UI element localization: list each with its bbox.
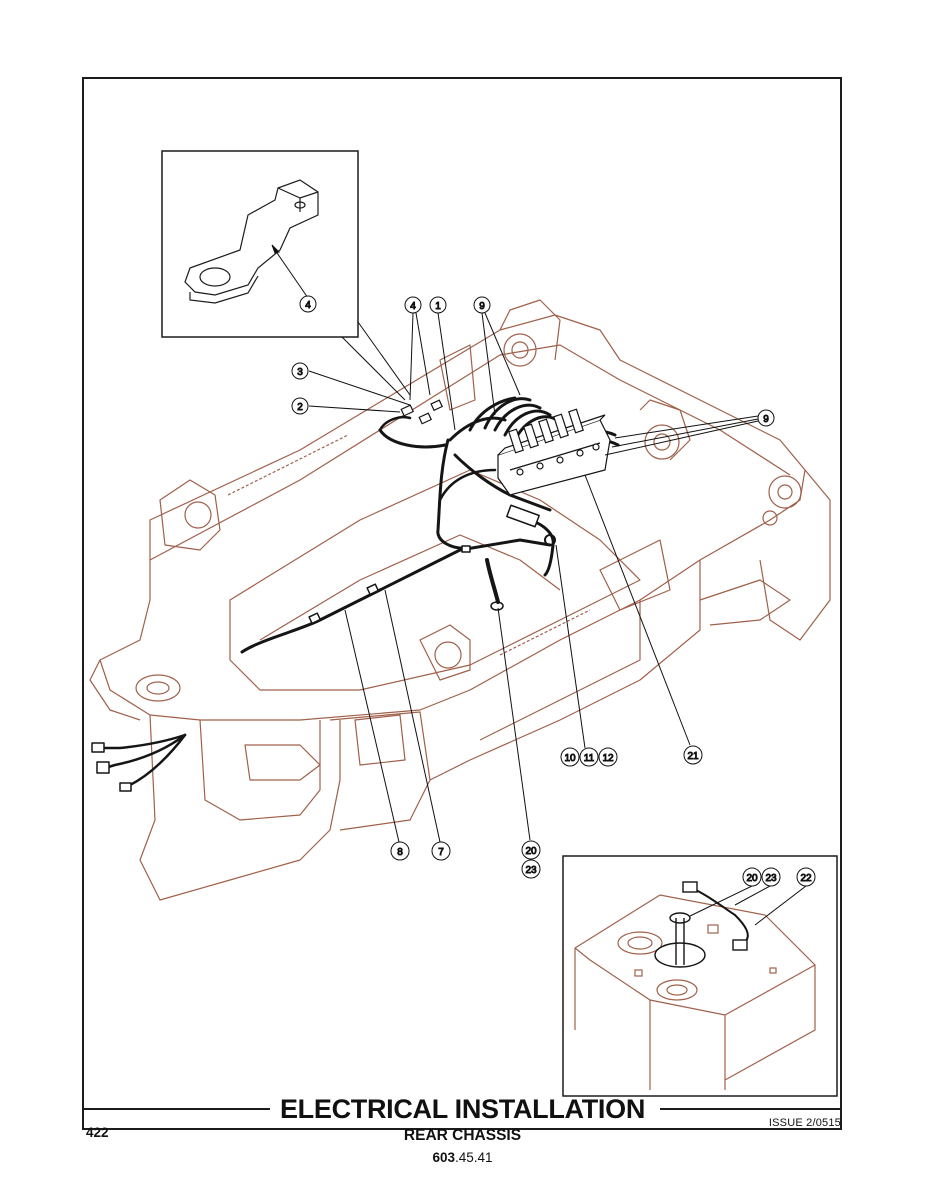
svg-text:23: 23 <box>525 865 537 876</box>
svg-text:12: 12 <box>602 753 614 764</box>
svg-text:20: 20 <box>525 846 537 857</box>
svg-text:10: 10 <box>564 753 576 764</box>
callout-4-inset: 4 <box>299 295 317 313</box>
bracket-detail-inset <box>161 150 359 338</box>
section-code-main: 603 <box>432 1150 455 1165</box>
drawing-frame <box>82 77 842 1130</box>
svg-text:4: 4 <box>305 300 311 311</box>
callout-12: 12 <box>598 747 618 767</box>
callout-11: 11 <box>579 747 599 767</box>
section-code: 603.45.41 <box>270 1150 655 1166</box>
callout-23-inset: 23 <box>761 867 781 887</box>
svg-text:9: 9 <box>479 301 485 312</box>
callout-8: 8 <box>390 841 410 861</box>
svg-text:21: 21 <box>687 751 699 762</box>
fuel-tank-detail-inset <box>562 855 838 1097</box>
callout-20-inset: 20 <box>742 867 762 887</box>
callout-10: 10 <box>560 747 580 767</box>
issue-label: ISSUE 2/0515 <box>768 1117 841 1129</box>
callout-23: 23 <box>521 859 541 879</box>
svg-text:3: 3 <box>297 367 303 378</box>
control-valve-block <box>497 408 611 496</box>
svg-text:11: 11 <box>584 753 595 764</box>
svg-text:7: 7 <box>438 847 444 858</box>
callout-bubbles: 4 4 1 9 3 2 9 10 <box>291 295 816 887</box>
callout-21: 21 <box>683 745 703 765</box>
section-code-rest: .45.41 <box>454 1150 493 1165</box>
callout-9-right: 9 <box>757 409 775 427</box>
svg-text:4: 4 <box>410 301 416 312</box>
svg-text:8: 8 <box>397 847 403 858</box>
callout-3: 3 <box>291 362 309 380</box>
svg-text:23: 23 <box>765 873 777 884</box>
leader-lines <box>271 244 807 926</box>
svg-text:2: 2 <box>297 402 303 413</box>
svg-text:20: 20 <box>746 873 758 884</box>
rear-chassis-frame <box>89 299 831 901</box>
svg-text:22: 22 <box>800 873 812 884</box>
callout-2: 2 <box>291 397 309 415</box>
callout-1: 1 <box>429 296 447 314</box>
page-subtitle: REAR CHASSIS <box>403 1127 522 1144</box>
callout-20: 20 <box>521 840 541 860</box>
svg-text:1: 1 <box>435 301 441 312</box>
title-rule-right <box>660 1108 842 1110</box>
page-title: ELECTRICAL INSTALLATION <box>279 1094 646 1124</box>
page-number: 422 <box>86 1125 109 1140</box>
callout-7: 7 <box>431 841 451 861</box>
title-rule-left <box>82 1108 270 1110</box>
bracket-connectors <box>400 399 444 425</box>
callout-4: 4 <box>404 296 422 314</box>
callout-9-top: 9 <box>473 296 491 314</box>
svg-text:9: 9 <box>763 414 769 425</box>
callout-22-inset: 22 <box>796 867 816 887</box>
